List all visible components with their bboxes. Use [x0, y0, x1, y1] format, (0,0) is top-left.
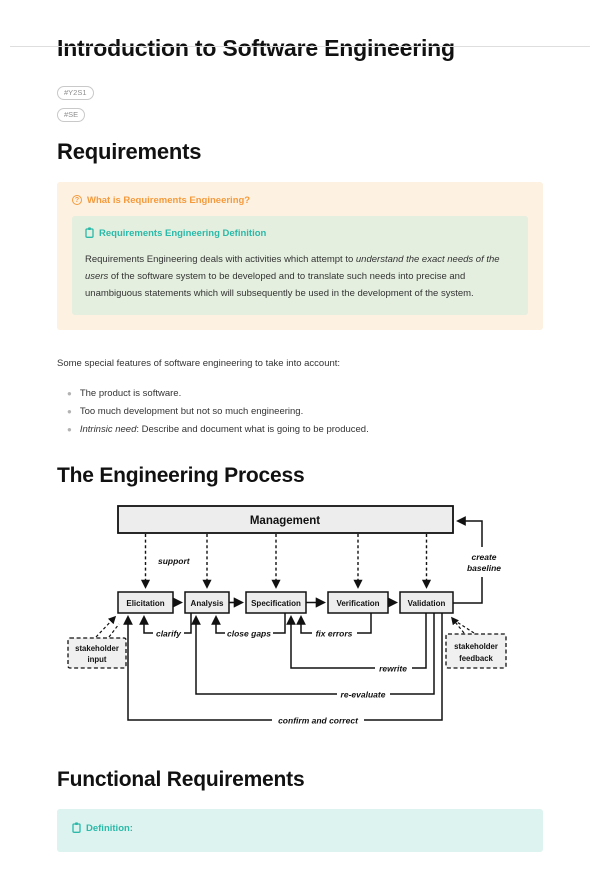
- callout-definition-title: Requirements Engineering Definition: [85, 227, 515, 241]
- page-title: Introduction to Software Engineering: [57, 35, 455, 61]
- bullet-icon: ●: [67, 389, 72, 399]
- label-stakeholder-feedback-2: feedback: [459, 654, 493, 663]
- callout-question-title: ? What is Requirements Engineering?: [72, 195, 528, 206]
- tag-pill-se[interactable]: #SE: [57, 108, 86, 123]
- label-stakeholder-feedback-1: stakeholder: [454, 642, 498, 651]
- list-item: ●Too much development but not so much en…: [67, 403, 543, 421]
- section-heading-functional: Functional Requirements: [57, 768, 305, 792]
- stage-box-specification: Specification: [245, 591, 307, 615]
- label-stakeholder-input-2: input: [87, 655, 106, 664]
- stage-boxes: Elicitation Analysis Specification Verif…: [117, 591, 454, 615]
- label-confirm-correct: confirm and correct: [278, 716, 359, 726]
- svg-text:Analysis: Analysis: [191, 599, 224, 608]
- label-create-baseline-1: create: [471, 552, 496, 562]
- process-diagram-container: Management support create baseline: [58, 503, 543, 743]
- definition-body-part1: Requirements Engineering deals with acti…: [85, 253, 356, 265]
- document-body: Introduction to Software Engineering #Y2…: [0, 34, 600, 852]
- features-list: ●The product is software. ●Too much deve…: [57, 385, 543, 439]
- stage-box-analysis: Analysis: [184, 591, 230, 615]
- label-re-evaluate: re-evaluate: [341, 690, 386, 700]
- callout-functional-title: Definition:: [72, 822, 528, 836]
- callout-functional-label: Definition:: [86, 823, 133, 835]
- callout-definition-label: Requirements Engineering Definition: [99, 228, 267, 240]
- svg-text:Management: Management: [250, 515, 320, 527]
- label-create-baseline-2: baseline: [467, 563, 501, 573]
- callout-definition: Requirements Engineering Definition Requ…: [72, 215, 528, 315]
- stakeholder-input-box: stakeholder input: [67, 616, 127, 670]
- tag-list: #Y2S1 #SE: [57, 82, 543, 123]
- stage-box-verification: Verification: [327, 591, 389, 615]
- svg-text:Specification: Specification: [251, 599, 301, 608]
- label-fix-errors: fix errors: [316, 629, 353, 639]
- svg-text:Validation: Validation: [408, 599, 446, 608]
- label-rewrite: rewrite: [379, 664, 407, 674]
- management-box: Management: [117, 505, 454, 535]
- definition-body-emphasis: understand the exact needs of the users: [85, 253, 500, 282]
- list-item: ●The product is software.: [67, 385, 543, 403]
- section-heading-process: The Engineering Process: [57, 464, 305, 488]
- callout-functional-definition: Definition:: [57, 808, 543, 852]
- callout-question-label: What is Requirements Engineering?: [87, 194, 251, 206]
- stage-box-elicitation: Elicitation: [117, 591, 174, 615]
- label-clarify: clarify: [156, 629, 182, 639]
- label-stakeholder-input-1: stakeholder: [75, 644, 119, 653]
- list-item: ●Intrinsic need: Describe and document w…: [67, 421, 543, 439]
- clipboard-icon: [72, 822, 81, 836]
- svg-text:Elicitation: Elicitation: [126, 599, 164, 608]
- create-baseline-path: [453, 516, 483, 605]
- callout-question: ? What is Requirements Engineering? Requ…: [57, 181, 543, 330]
- definition-body: Requirements Engineering deals with acti…: [85, 251, 515, 302]
- label-close-gaps: close gaps: [227, 629, 271, 639]
- features-intro-paragraph: Some special features of software engine…: [57, 357, 341, 369]
- bullet-icon: ●: [67, 425, 72, 435]
- stakeholder-feedback-box: stakeholder feedback: [445, 617, 507, 670]
- label-support: support: [158, 556, 191, 566]
- stage-box-validation: Validation: [399, 591, 454, 615]
- feedback-loops: [123, 613, 443, 722]
- definition-body-part2: of the software system to be developed a…: [85, 270, 474, 299]
- section-heading-requirements: Requirements: [57, 139, 202, 165]
- bullet-icon: ●: [67, 407, 72, 417]
- tag-pill-y2s1[interactable]: #Y2S1: [57, 85, 94, 100]
- process-diagram: Management support create baseline: [67, 505, 507, 726]
- page-top-divider: [10, 46, 590, 47]
- clipboard-icon: [85, 227, 94, 241]
- svg-text:Verification: Verification: [336, 599, 379, 608]
- question-icon: ?: [72, 195, 82, 206]
